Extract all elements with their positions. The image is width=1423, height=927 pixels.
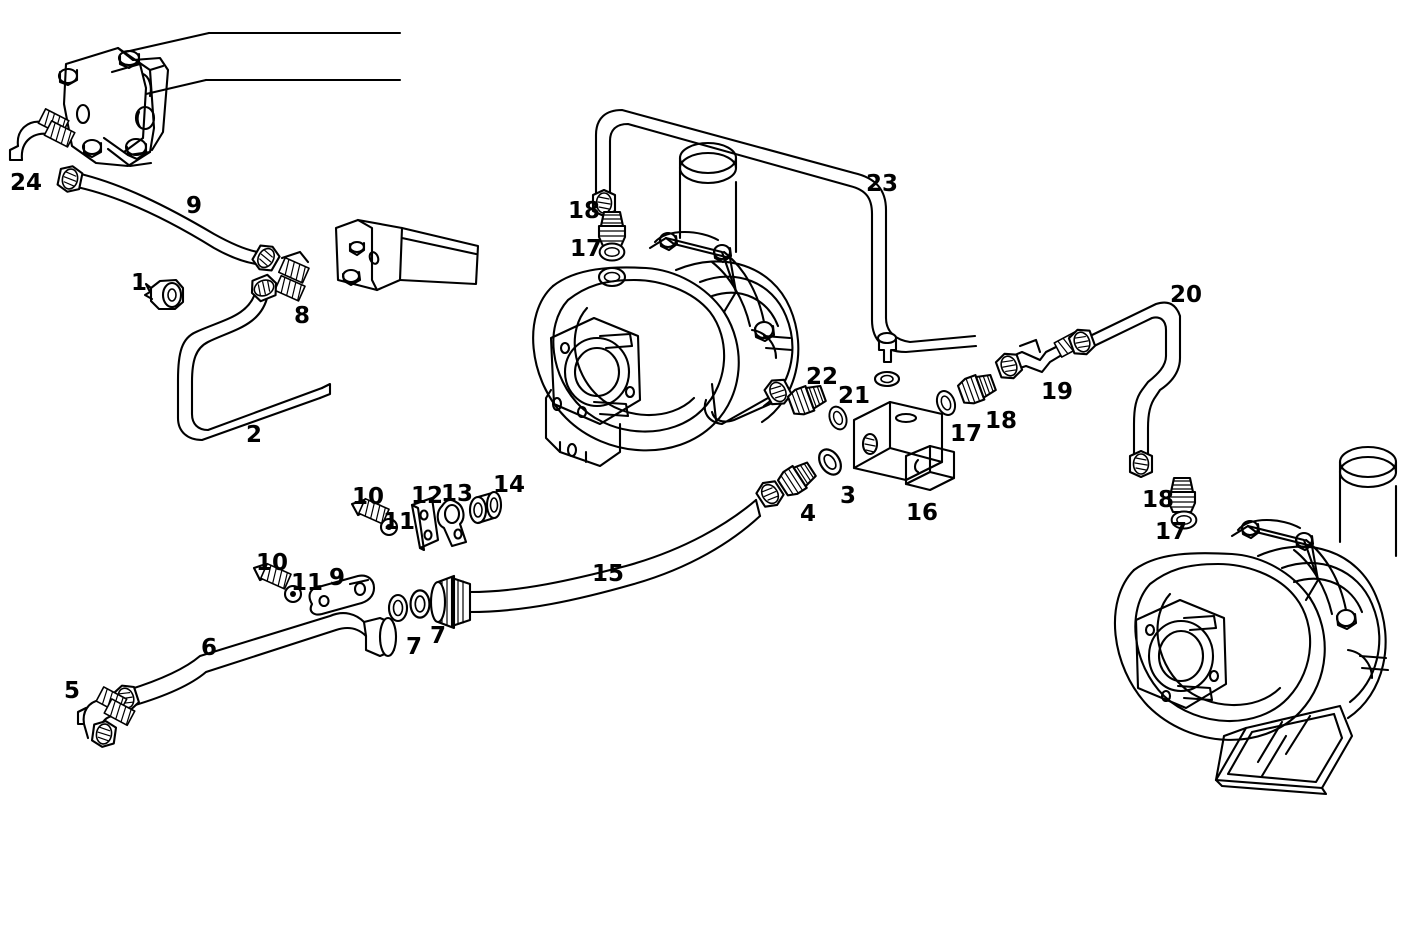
tee-fitting-19-graphic — [993, 329, 1086, 384]
callout-18-right-turbo: 18 — [1142, 487, 1175, 513]
callout-9-upper: 9 — [186, 193, 203, 219]
callout-11-a: 11 — [383, 509, 416, 535]
hose-clamp-1-graphic — [143, 278, 185, 311]
callout-7-b: 7 — [430, 623, 447, 649]
banjo-bolt-8-graphic — [273, 250, 310, 302]
callout-4: 4 — [800, 501, 817, 527]
callout-14: 14 — [493, 472, 526, 498]
callout-10-b: 10 — [256, 550, 289, 576]
washer-11-a — [379, 517, 399, 537]
callout-18-block: 18 — [985, 408, 1018, 434]
callout-17-upper-left: 17 — [570, 236, 603, 262]
callout-9-lower: 9 — [329, 565, 346, 591]
callout-23: 23 — [866, 171, 899, 197]
oil-drain-pipe-6-graphic — [76, 612, 398, 750]
u-hose-2-graphic — [176, 271, 332, 442]
turbocharger-left-graphic — [532, 141, 800, 468]
callout-6: 6 — [201, 635, 218, 661]
callout-8: 8 — [294, 303, 311, 329]
callout-13: 13 — [441, 481, 474, 507]
callout-10-a: 10 — [352, 484, 385, 510]
oil-supply-pipe-20-graphic — [1066, 301, 1182, 479]
callout-19: 19 — [1041, 379, 1074, 405]
oil-filter-housing-graphic — [57, 31, 402, 168]
turbocharger-right-graphic — [1114, 445, 1398, 796]
distributor-block-16-graphic — [852, 400, 956, 492]
callout-20: 20 — [1170, 282, 1203, 308]
clamp-strap-9-graphic — [308, 574, 376, 616]
plug-and-ring — [873, 331, 901, 388]
callout-21: 21 — [838, 383, 871, 409]
bolt-10-a — [350, 497, 390, 525]
callout-2: 2 — [246, 422, 263, 448]
bolt-10-b — [252, 562, 292, 590]
callout-22: 22 — [806, 364, 839, 390]
callout-5: 5 — [64, 678, 81, 704]
washer-11-b — [283, 584, 303, 604]
callout-16: 16 — [906, 500, 939, 526]
oil-line-9-graphic — [55, 162, 284, 276]
callout-17-right-turbo: 17 — [1155, 519, 1188, 545]
callout-12: 12 — [411, 483, 444, 509]
elbow-fitting-24-graphic — [8, 108, 76, 162]
callout-17-block: 17 — [950, 421, 983, 447]
clamp-parts-12-13-14 — [410, 490, 503, 552]
callout-1: 1 — [131, 270, 148, 296]
callout-18-upper-left: 18 — [568, 198, 601, 224]
callout-7-a: 7 — [406, 634, 423, 660]
callout-15: 15 — [592, 561, 625, 587]
oil-cooler-housing-graphic — [334, 218, 480, 292]
oil-return-line-15-graphic — [387, 444, 847, 630]
callout-3: 3 — [840, 483, 857, 509]
callout-11-b: 11 — [291, 570, 324, 596]
callout-24: 24 — [10, 170, 43, 196]
